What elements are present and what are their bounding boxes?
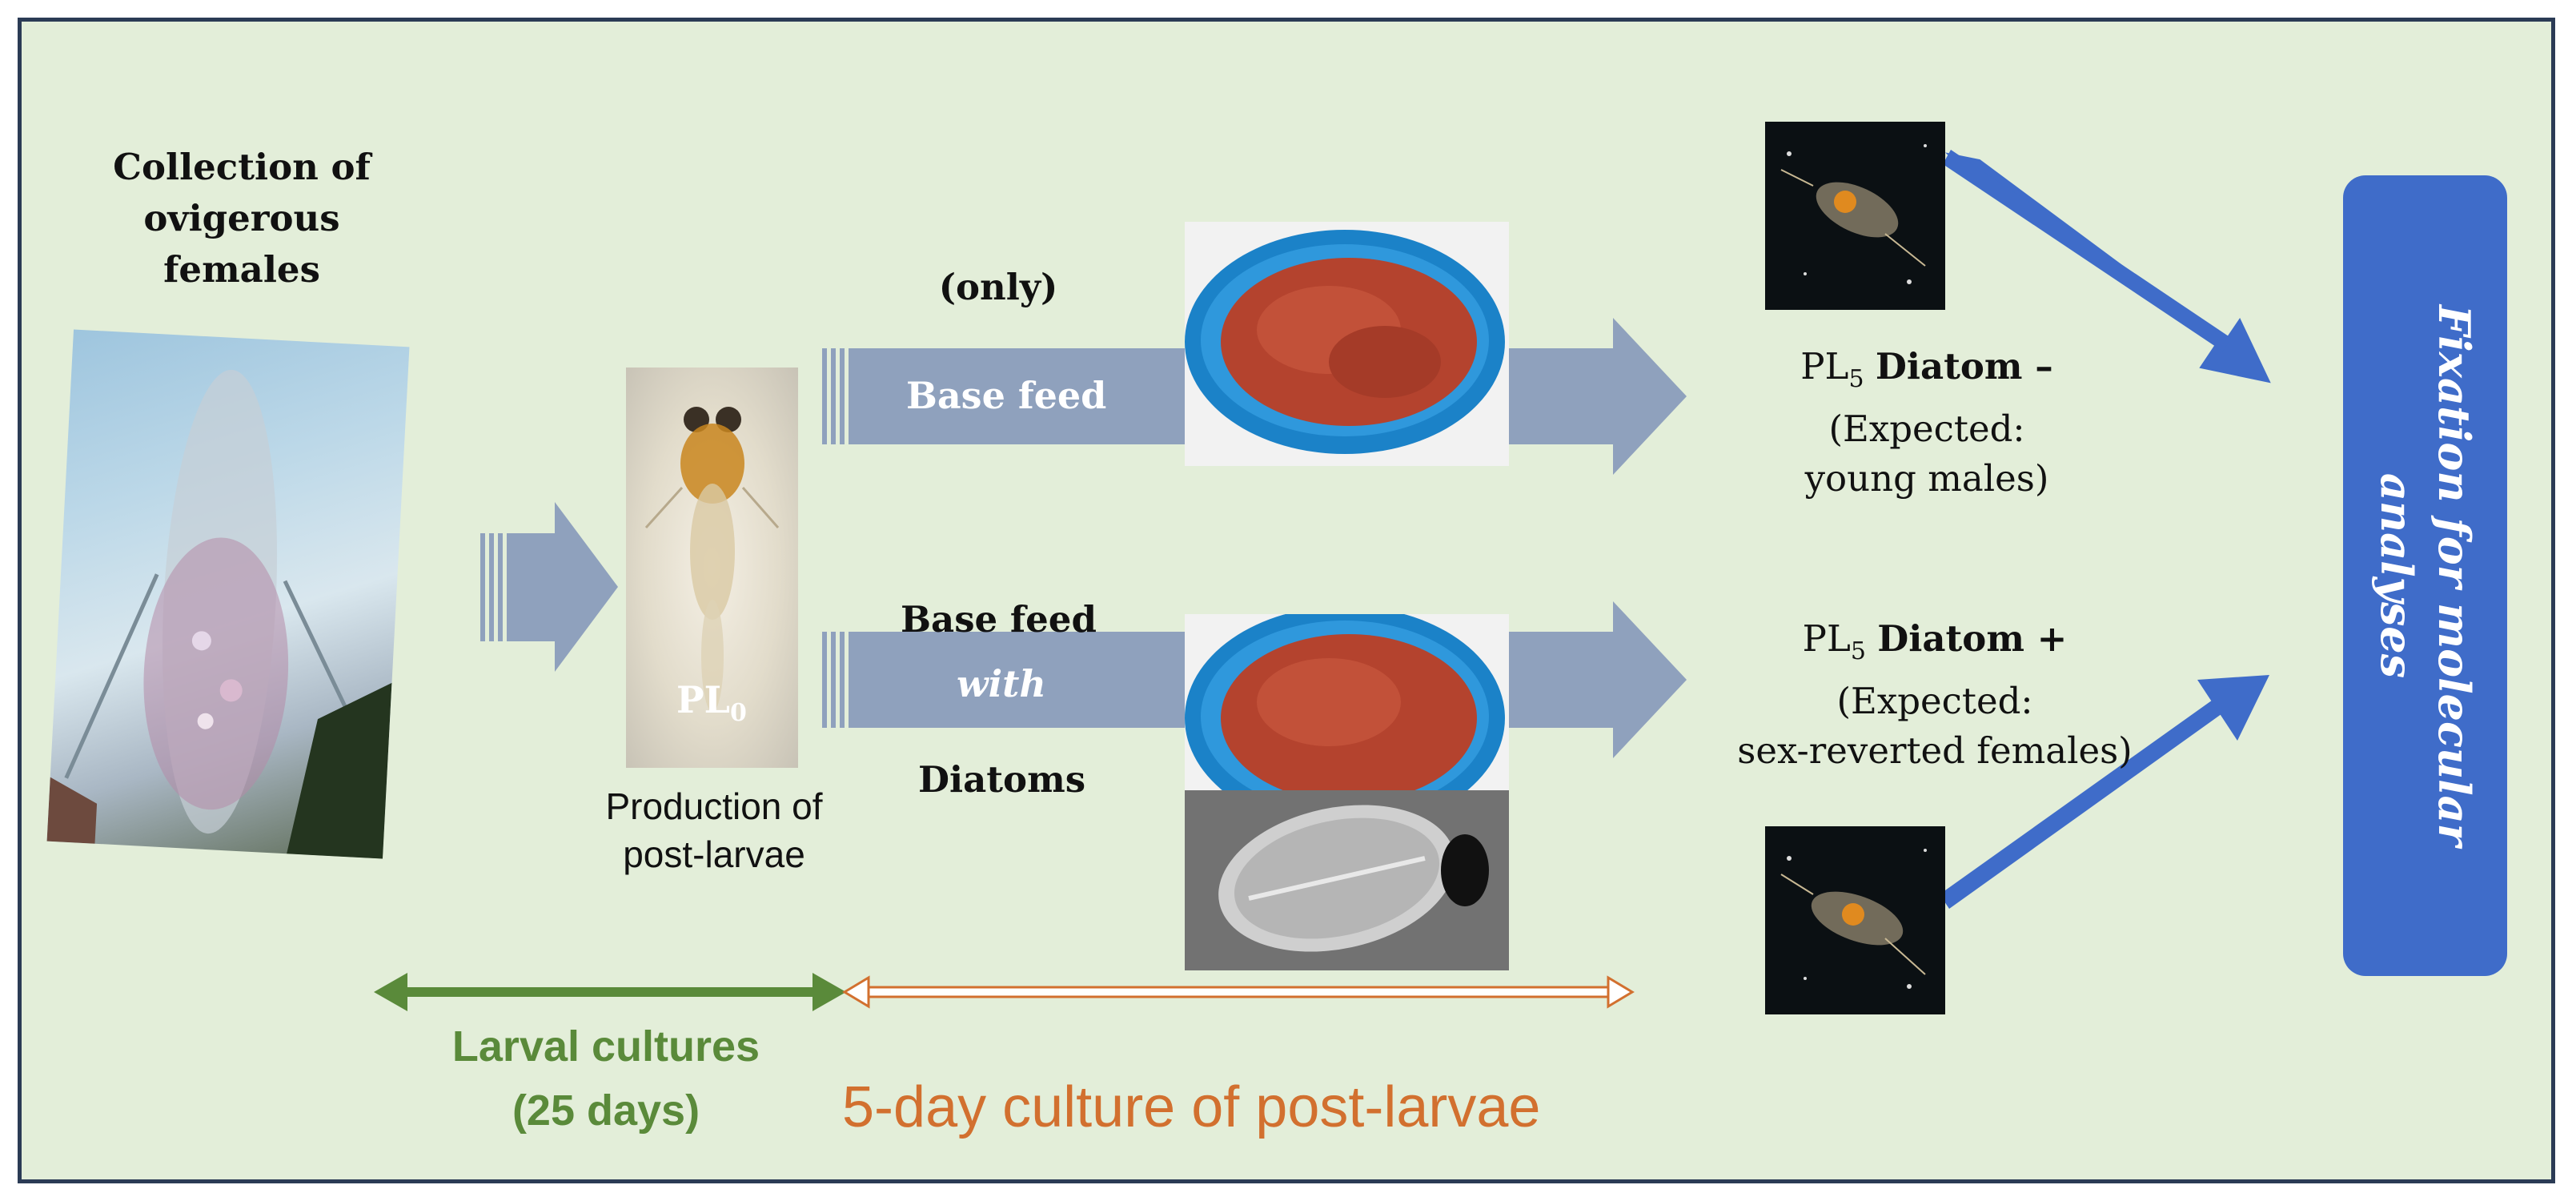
collection-line-3: females	[163, 248, 320, 291]
fixation-box: Fixation for molecular analyses	[2343, 175, 2507, 976]
arrow-base-feed	[822, 318, 1687, 475]
pl0-label: PL0	[676, 678, 747, 727]
base-feed-with-diatoms-photo	[1185, 614, 1509, 790]
outcome-minus-expected-2: young males)	[1804, 457, 2049, 500]
outcome-plus-text: PL5 Diatom + (Expected: sex-reverted fem…	[1711, 614, 2159, 776]
young-male-photo	[1765, 122, 1945, 310]
production-line-2: post-larvae	[623, 833, 805, 875]
blue-arrow-top	[1943, 150, 2271, 384]
arrows-layer	[374, 150, 2271, 1011]
production-label: Production of post-larvae	[534, 782, 894, 878]
with-label: with	[957, 662, 1046, 705]
collection-line-1: Collection of	[113, 146, 371, 188]
arrow-to-pl0	[480, 502, 618, 672]
diatom-sem-photo	[1185, 790, 1509, 970]
timeline-green-arrow	[374, 973, 846, 1011]
fixation-line-1: Fixation for molecular	[2428, 304, 2480, 847]
fixation-line-2: analyses	[2370, 472, 2422, 679]
pl0-subscript: 0	[729, 699, 747, 727]
collection-line-2: ovigerous	[143, 197, 340, 239]
outcome-plus-title: PL5 Diatom +	[1802, 617, 2068, 665]
sex-reverted-female-photo	[1765, 826, 1945, 1014]
outcome-minus-title: PL5 Diatom –	[1800, 345, 2053, 393]
base-feed-with-line1: Base feed	[901, 598, 1097, 641]
outcome-minus-expected-1: (Expected:	[1828, 408, 2025, 450]
production-line-1: Production of	[605, 785, 823, 827]
diatoms-label: Diatoms	[918, 758, 1086, 801]
only-label: (only)	[938, 266, 1058, 308]
blue-arrow-bottom	[1940, 675, 2269, 909]
arrow-base-feed-diatoms	[822, 601, 1687, 758]
fixation-label: Fixation for molecular analyses	[2368, 191, 2483, 960]
larval-cultures-label: Larval cultures (25 days)	[398, 1014, 814, 1143]
pl0-photo	[626, 368, 798, 768]
five-day-culture-label: 5-day culture of post-larvae	[842, 1075, 1541, 1139]
base-feed-photo	[1185, 222, 1509, 466]
outcome-plus-expected-2: sex-reverted females)	[1737, 729, 2133, 772]
diagram-frame: Collection of ovigerous females	[18, 18, 2555, 1183]
larval-cultures-line-2: (25 days)	[512, 1087, 700, 1135]
outcome-minus-text: PL5 Diatom – (Expected: young males)	[1719, 342, 2135, 504]
ovigerous-female-photo	[46, 329, 410, 859]
base-feed-label: Base feed	[906, 374, 1107, 417]
pl0-text: PL	[676, 678, 730, 721]
larval-cultures-line-1: Larval cultures	[451, 1022, 760, 1070]
collection-title: Collection of ovigerous females	[62, 142, 422, 295]
outcome-plus-expected-1: (Expected:	[1836, 680, 2033, 722]
timeline-orange-arrow	[842, 975, 1635, 1009]
